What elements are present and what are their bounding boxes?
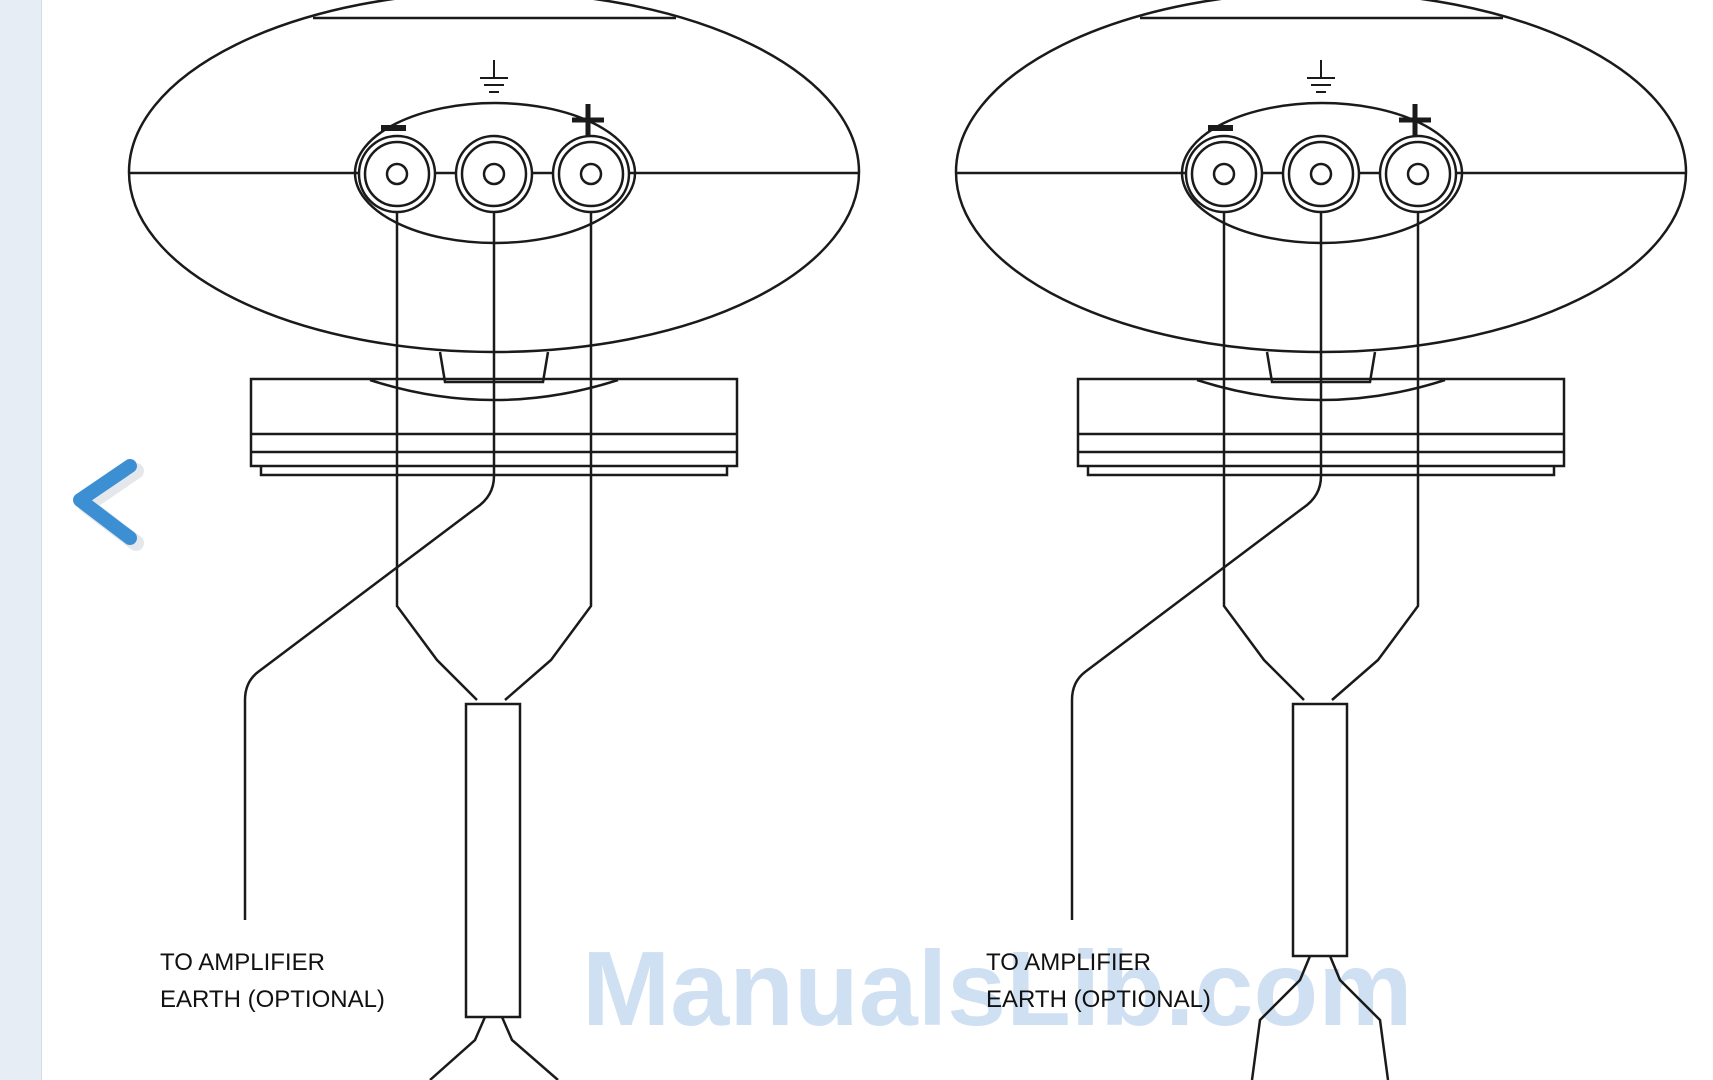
- watermark-text: ManualsLib.com: [582, 930, 1412, 1048]
- speaker-left: [127, 0, 861, 1080]
- amplifier-earth-label-left: TO AMPLIFIER EARTH (OPTIONAL): [160, 944, 385, 1018]
- terminal-negative-left: [357, 134, 437, 214]
- label-line-2: EARTH (OPTIONAL): [160, 986, 385, 1013]
- terminal-ground-left: [454, 134, 534, 214]
- speaker-right: [954, 0, 1688, 1080]
- terminal-positive-right: [1378, 134, 1458, 214]
- label-line-2: EARTH (OPTIONAL): [986, 986, 1211, 1013]
- terminal-positive-left: [551, 134, 631, 214]
- earth-ground-icon: [480, 60, 508, 93]
- earth-ground-icon: [1307, 60, 1335, 93]
- amplifier-earth-label-right: TO AMPLIFIER EARTH (OPTIONAL): [986, 944, 1211, 1018]
- chevron-left-icon: [73, 459, 144, 551]
- label-line-1: TO AMPLIFIER: [160, 949, 325, 976]
- terminal-ground-right: [1281, 134, 1361, 214]
- previous-page-button[interactable]: [66, 452, 146, 552]
- label-line-1: TO AMPLIFIER: [986, 949, 1151, 976]
- left-sidebar: [0, 0, 42, 1080]
- terminal-negative-right: [1184, 134, 1264, 214]
